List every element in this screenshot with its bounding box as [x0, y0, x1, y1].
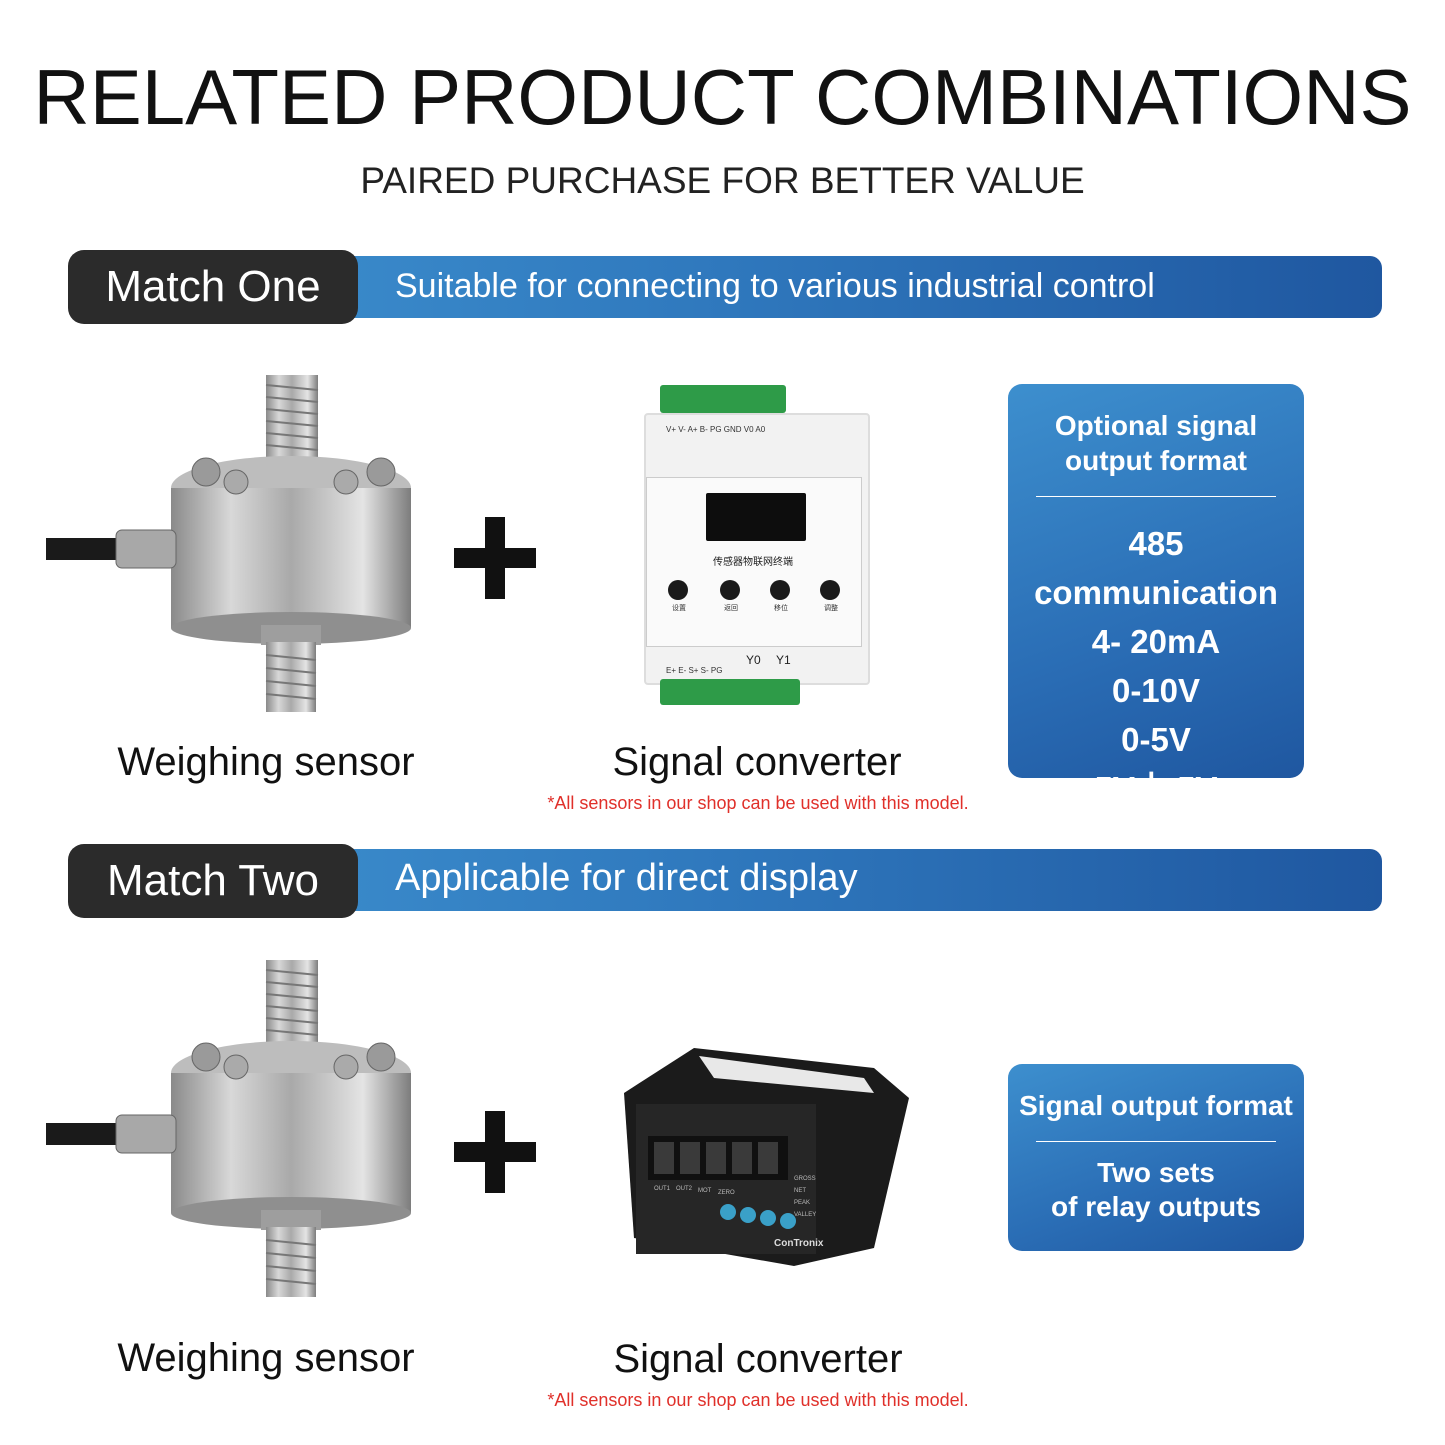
- match-two-banner-text: Applicable for direct display: [395, 857, 858, 899]
- signal-converter-label: Signal converter: [613, 1337, 903, 1381]
- match-two-banner: Applicable for direct display: [190, 849, 1382, 911]
- output-option: 485 communication: [1034, 525, 1278, 611]
- output-option: 4- 20mA: [1091, 623, 1221, 660]
- weighing-sensor-label: Weighing sensor: [117, 1336, 415, 1380]
- settings-knob-label: 设置: [672, 605, 686, 612]
- divider: [1036, 496, 1276, 497]
- match-one-banner: Suitable for connecting to various indus…: [190, 256, 1382, 318]
- weighing-sensor-image: [46, 370, 416, 715]
- plus-icon: [454, 517, 536, 599]
- plus-icon: [454, 1111, 536, 1193]
- info-heading-line2: output format: [1065, 445, 1247, 476]
- weighing-sensor-label: Weighing sensor: [117, 740, 415, 784]
- shift-knob: [770, 580, 790, 600]
- info-heading-line1: Optional signal: [1054, 410, 1258, 441]
- indicator-label: GROSS: [794, 1176, 816, 1182]
- output-option: 5V土 5V: [1094, 770, 1218, 807]
- signal-output-options-box: Optional signal output format 485 commun…: [1008, 384, 1304, 807]
- output-option: 0-10V: [1111, 672, 1201, 709]
- relay-y0-label: Y0: [746, 653, 761, 667]
- led-label: ZERO: [718, 1190, 735, 1196]
- return-knob-label: 返回: [724, 605, 738, 612]
- adjust-knob: [820, 580, 840, 600]
- match-two-tag: Match Two: [68, 844, 358, 918]
- led-label: OUT1: [654, 1186, 671, 1192]
- display-controller-image: ConTronix OUT1 OUT2 MOT ZERO GROSS NET P…: [624, 1038, 914, 1266]
- output-detail-line2: of relay outputs: [1050, 1191, 1261, 1222]
- signal-converter-label: Signal converter: [612, 740, 902, 784]
- page-title: RELATED PRODUCT COMBINATIONS: [33, 53, 1412, 141]
- relay-y1-label: Y1: [776, 653, 791, 667]
- led-label: MOT: [698, 1188, 712, 1194]
- compatibility-note: *All sensors in our shop can be used wit…: [547, 1390, 969, 1410]
- indicator-label: PEAK: [794, 1200, 811, 1206]
- indicator-label: VALLEY: [794, 1212, 817, 1218]
- shift-knob-label: 移位: [774, 605, 788, 612]
- display-screen: [706, 493, 806, 541]
- weighing-sensor-image: [46, 955, 416, 1300]
- output-option: 0-5V: [1121, 721, 1191, 758]
- panel-label: 传感器物联网终端: [713, 557, 793, 568]
- brand-logo: ConTronix: [774, 1238, 824, 1249]
- top-pin-labels: V+ V- A+ B- PG GND V0 A0: [666, 425, 766, 434]
- indicator-label: NET: [794, 1188, 806, 1194]
- led-label: OUT2: [676, 1186, 693, 1192]
- compatibility-note: *All sensors in our shop can be used wit…: [547, 793, 969, 813]
- bottom-pin-labels: E+ E- S+ S- PG: [666, 666, 723, 675]
- match-one-banner-text: Suitable for connecting to various indus…: [395, 267, 1155, 305]
- divider: [1036, 1141, 1276, 1142]
- return-knob: [720, 580, 740, 600]
- signal-output-format-box: Signal output format Two sets of relay o…: [1008, 1064, 1304, 1251]
- settings-knob: [668, 580, 688, 600]
- page-subtitle: PAIRED PURCHASE FOR BETTER VALUE: [360, 160, 1085, 201]
- output-detail-line1: Two sets: [1097, 1157, 1215, 1188]
- adjust-knob-label: 调整: [824, 605, 838, 612]
- info-heading: Signal output format: [1019, 1090, 1293, 1121]
- match-one-tag: Match One: [68, 250, 358, 324]
- signal-converter-image: V+ V- A+ B- PG GND V0 A0 传感器物联网终端 设置 返回 …: [634, 385, 870, 707]
